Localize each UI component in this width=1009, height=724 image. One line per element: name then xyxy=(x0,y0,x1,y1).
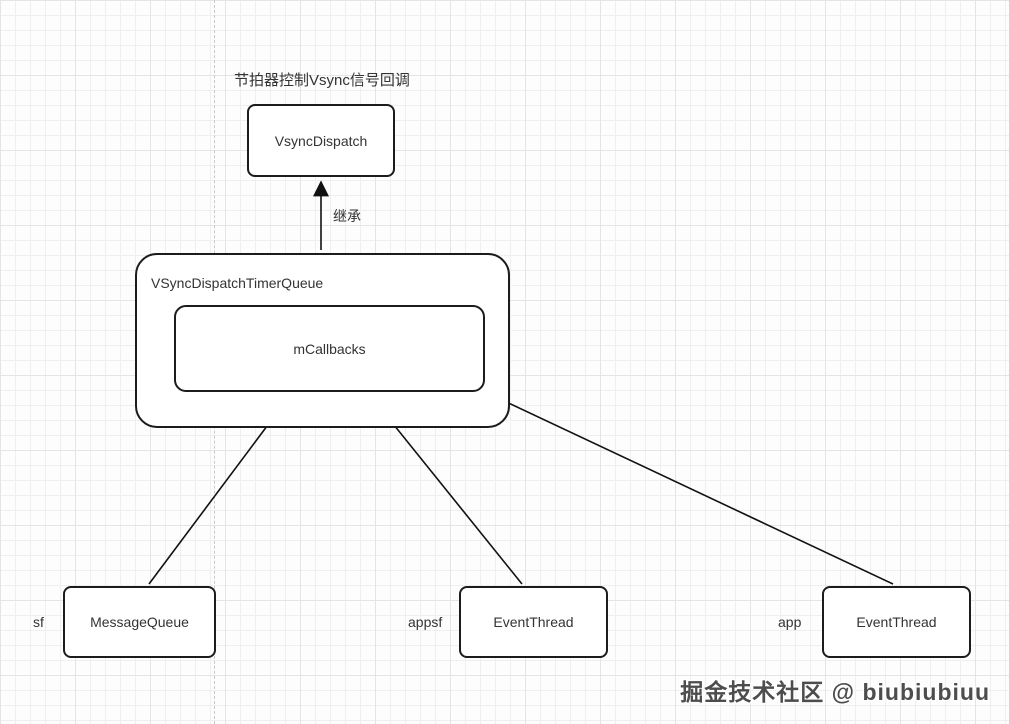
node-message-queue-label: MessageQueue xyxy=(90,614,189,630)
arrow-eventthread-app-to-mcallbacks xyxy=(481,389,894,585)
watermark: 掘金技术社区 @ biubiubiuu xyxy=(680,679,990,705)
diagram-title: 节拍器控制Vsync信号回调 xyxy=(234,72,410,89)
node-event-thread-app: EventThread xyxy=(822,586,971,658)
node-event-thread-appsf-label: EventThread xyxy=(493,614,574,630)
tag-appsf: appsf xyxy=(408,614,443,630)
node-mcallbacks-label: mCallbacks xyxy=(293,340,366,357)
node-mcallbacks: mCallbacks xyxy=(174,305,485,392)
node-event-thread-app-label: EventThread xyxy=(856,614,937,630)
node-vsync-dispatch-label: VsyncDispatch xyxy=(274,132,368,149)
tag-app: app xyxy=(778,614,802,630)
node-vsync-dispatch: VsyncDispatch xyxy=(247,104,395,177)
tag-sf: sf xyxy=(33,614,44,630)
node-vsync-dispatch-timer-queue: VSyncDispatchTimerQueue mCallbacks xyxy=(135,253,510,428)
node-timer-queue-label: VSyncDispatchTimerQueue xyxy=(151,275,324,291)
edge-label-inherit: 继承 xyxy=(333,208,361,224)
node-event-thread-appsf: EventThread xyxy=(459,586,608,658)
node-message-queue: MessageQueue xyxy=(63,586,216,658)
